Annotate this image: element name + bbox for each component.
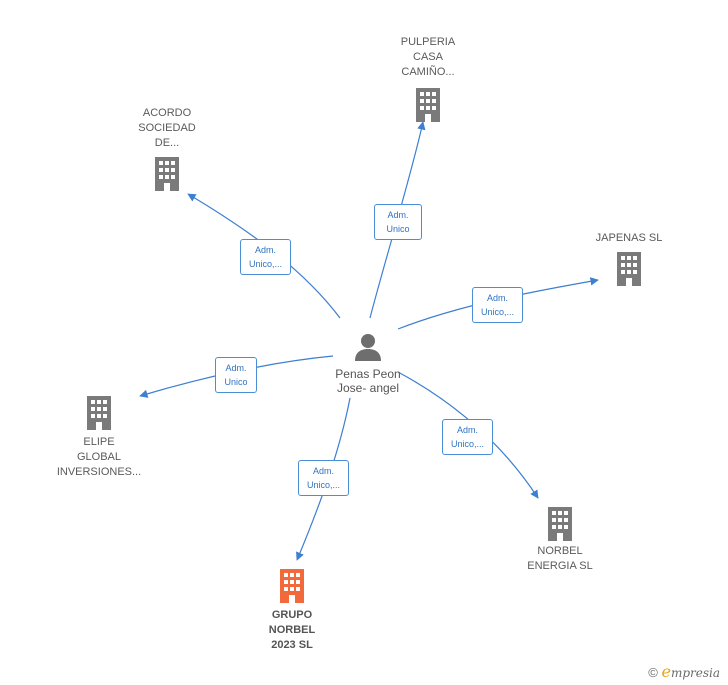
relation-label[interactable]: Adm. Unico bbox=[374, 204, 422, 240]
person-node[interactable]: Penas Peon Jose- angel bbox=[322, 332, 414, 395]
company-label: ELIPE GLOBAL INVERSIONES... bbox=[56, 436, 142, 478]
company-node-pulperia[interactable]: PULPERIA CASA CAMIÑO... bbox=[378, 35, 478, 123]
company-node-acordo[interactable]: ACORDO SOCIEDAD DE... bbox=[117, 106, 217, 192]
company-label: ACORDO SOCIEDAD DE... bbox=[138, 107, 196, 149]
relation-label[interactable]: Adm. Unico,... bbox=[442, 419, 493, 455]
building-icon bbox=[416, 88, 440, 122]
relation-label[interactable]: Adm. Unico bbox=[215, 357, 257, 393]
building-icon bbox=[87, 396, 111, 430]
company-label: PULPERIA CASA CAMIÑO... bbox=[400, 36, 456, 78]
copyright-symbol: © bbox=[648, 665, 658, 680]
brand-name: mpresia bbox=[670, 666, 720, 680]
company-label: GRUPO NORBEL 2023 SL bbox=[268, 609, 316, 651]
building-icon bbox=[548, 507, 572, 541]
company-label: JAPENAS SL bbox=[595, 232, 663, 244]
company-node-grupo-norbel[interactable]: GRUPO NORBEL 2023 SL bbox=[242, 568, 342, 653]
building-icon bbox=[617, 252, 641, 286]
relation-label[interactable]: Adm. Unico,... bbox=[298, 460, 349, 496]
building-icon-highlighted bbox=[280, 569, 304, 603]
company-node-japenas[interactable]: JAPENAS SL bbox=[579, 231, 679, 287]
relation-label[interactable]: Adm. Unico,... bbox=[472, 287, 523, 323]
company-node-elipe[interactable]: ELIPE GLOBAL INVERSIONES... bbox=[49, 395, 149, 480]
brand-initial: e bbox=[661, 662, 671, 681]
empresia-logo: © empresia bbox=[648, 662, 720, 681]
company-label: NORBEL ENERGIA SL bbox=[527, 545, 593, 572]
relation-label[interactable]: Adm. Unico,... bbox=[240, 239, 291, 275]
person-name: Penas Peon Jose- angel bbox=[335, 367, 401, 395]
company-node-norbel-energia[interactable]: NORBEL ENERGIA SL bbox=[510, 506, 610, 574]
building-icon bbox=[155, 157, 179, 191]
person-icon bbox=[355, 334, 381, 361]
